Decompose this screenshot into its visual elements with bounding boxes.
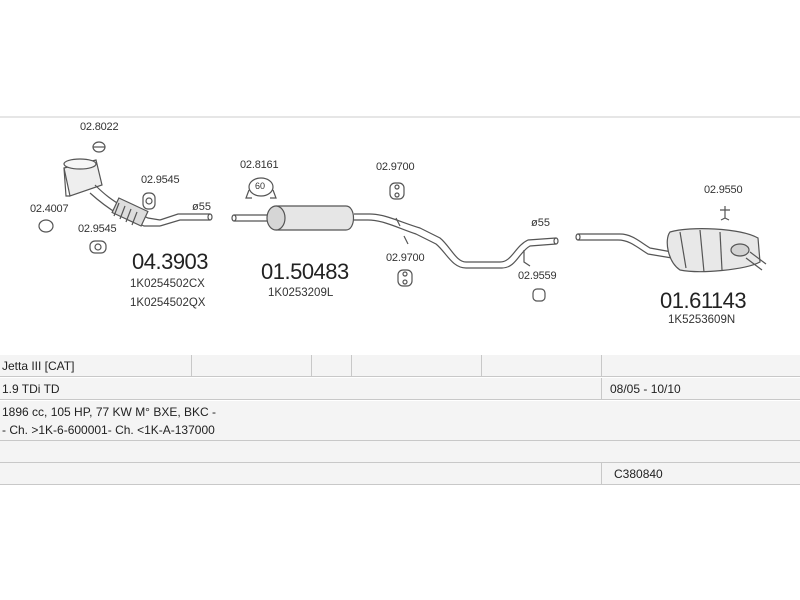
front-pipe-oem-1: 1K0254502CX [130,278,205,290]
table-row-empty [0,441,800,463]
table-row-code: C380840 [0,463,800,485]
front-pipe-drawing [63,158,213,227]
table-row-engine: 1.9 TDi TD 08/05 - 10/10 [0,378,800,400]
middle-box-ref: 01.50483 [261,259,349,284]
table-row-chassis: - Ch. >1K-6-600001- Ch. <1K-A-137000 [0,419,800,441]
rear-silencer-drawing [575,228,767,273]
years-cell: 08/05 - 10/10 [610,382,681,396]
middle-box-oem: 1K0253209L [268,287,334,299]
middle-silencer-drawing [231,205,559,269]
rear-clip-icon [720,206,730,221]
front-pipe-diameter: ø55 [192,201,211,213]
engine-cell: 1.9 TDi TD [2,382,60,396]
specs-cell: 1896 cc, 105 HP, 77 KW M° BXE, BKC - [2,405,217,419]
rubber-mid-bottom-icon [397,269,413,287]
rubber-left-b-ref: 02.9545 [78,223,117,235]
code-cell: C380840 [614,467,663,481]
clamp-60-ref: 02.8161 [240,159,279,171]
model-cell: Jetta III [CAT] [2,359,75,373]
rubber-hanger-left-a-icon [142,192,156,210]
rear-pipe-diameter: ø55 [531,217,550,229]
clamp-60-icon [245,177,277,199]
table-row-model: Jetta III [CAT] [0,355,800,377]
front-pipe-oem-2: 1K0254502QX [130,297,206,309]
rubber-mid-top-ref: 02.9700 [376,161,415,173]
chassis-cell: - Ch. >1K-6-600001- Ch. <1K-A-137000 [2,423,215,437]
gasket-ref: 02.4007 [30,203,69,215]
rubber-rear-icon [523,250,546,302]
rubber-mid-top-icon [389,182,405,200]
rubber-rear-ref: 02.9559 [518,270,557,282]
rear-clip-ref: 02.9550 [704,184,743,196]
rubber-mid-bottom-ref: 02.9700 [386,252,425,264]
rubber-left-a-ref: 02.9545 [141,174,180,186]
rear-box-ref: 01.61143 [660,288,747,313]
rubber-hanger-left-b-icon [89,240,107,254]
clamp-60-size: 60 [255,181,266,191]
cat-clamp-icon [92,141,106,153]
gasket-icon [38,219,54,233]
cat-clamp-ref: 02.8022 [80,121,119,133]
rear-box-oem: 1K5253609N [668,314,736,326]
front-pipe-ref: 04.3903 [132,249,209,274]
